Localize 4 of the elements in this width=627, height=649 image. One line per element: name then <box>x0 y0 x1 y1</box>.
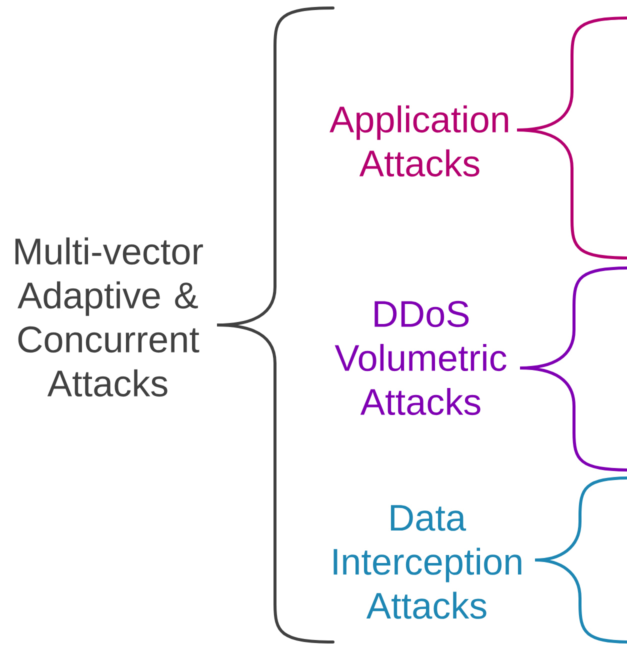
category-label: DDoS Volumetric Attacks <box>334 300 506 416</box>
category-label: Application Attacks <box>330 105 508 177</box>
category-label: Data Interception Attacks <box>334 505 522 619</box>
category-label: Multi-vector Adaptive & Concurrent Attacks <box>15 237 203 397</box>
